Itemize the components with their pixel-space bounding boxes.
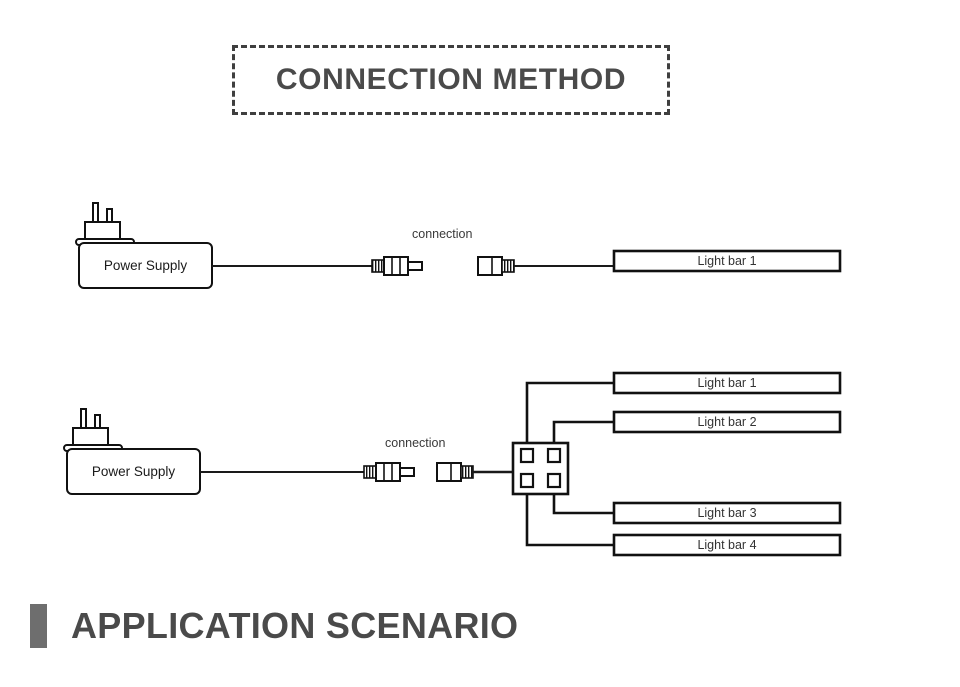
splitter-port-bottom-left <box>519 472 535 489</box>
light-bar-2-4 <box>612 533 842 557</box>
power-supply-1 <box>75 202 213 289</box>
light-bar-label-2-1: Light bar 1 <box>697 376 757 390</box>
wire-splitter-to-bar4 <box>525 481 614 547</box>
light-bar-label-2-2: Light bar 2 <box>697 415 757 429</box>
connection-label-2: connection <box>385 436 446 450</box>
power-supply-label-1: Power Supply <box>103 258 188 273</box>
light-bar-label-2-3: Light bar 3 <box>697 506 757 520</box>
splitter-port-top-right <box>546 447 562 464</box>
power-supply-2 <box>63 408 201 495</box>
dc-jack-female-1 <box>477 256 515 276</box>
light-bar-2-2 <box>612 410 842 434</box>
application-scenario-heading: APPLICATION SCENARIO <box>30 604 518 648</box>
dc-plug-male-2 <box>363 462 415 482</box>
heading-accent-bar <box>30 604 47 648</box>
light-bar-2-1 <box>612 371 842 395</box>
dc-jack-female-2 <box>436 462 474 482</box>
splitter-box <box>511 441 570 496</box>
light-bar-label-2-4: Light bar 4 <box>697 538 757 552</box>
light-bar-label-1-1: Light bar 1 <box>697 254 757 268</box>
splitter-port-bottom-right <box>546 472 562 489</box>
dc-plug-male-1 <box>371 256 423 276</box>
connection-method-title-box: CONNECTION METHOD <box>232 45 670 115</box>
page-title: CONNECTION METHOD <box>275 63 627 96</box>
splitter-port-top-left <box>519 447 535 464</box>
light-bar-1-1 <box>612 249 842 273</box>
footer-title: APPLICATION SCENARIO <box>71 605 519 646</box>
connection-label-1: connection <box>412 227 473 241</box>
light-bar-2-3 <box>612 501 842 525</box>
power-supply-label-2: Power Supply <box>91 464 176 479</box>
wire-splitter-to-bar1 <box>525 381 614 463</box>
